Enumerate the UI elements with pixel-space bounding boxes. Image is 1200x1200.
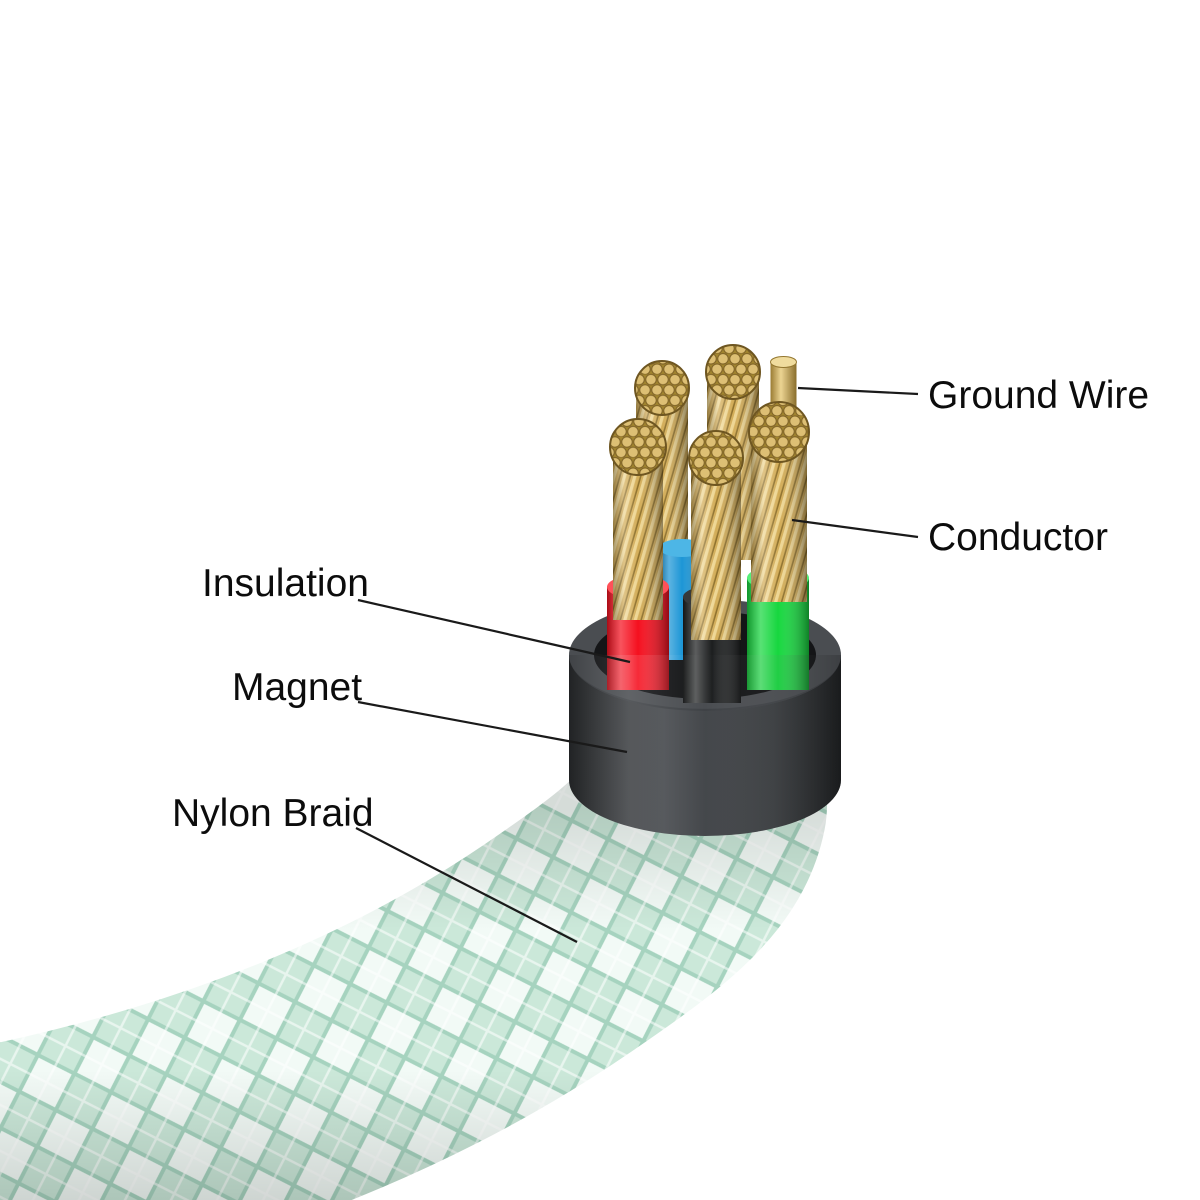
- magnet-body-shade: [569, 655, 841, 836]
- conductor-front-middle: [688, 430, 744, 640]
- label-insulation: Insulation: [202, 562, 369, 605]
- leader-nylon-braid: [355, 827, 578, 943]
- leader-magnet: [357, 700, 628, 754]
- label-magnet: Magnet: [232, 666, 362, 709]
- labels: Ground Wire Conductor Insulation Magnet …: [172, 374, 1149, 835]
- conductor-strand-cap: [609, 418, 667, 476]
- label-conductor: Conductor: [928, 516, 1108, 559]
- conductor-strand-cap: [688, 430, 744, 486]
- label-ground-wire: Ground Wire: [928, 374, 1149, 417]
- leader-ground-wire: [797, 386, 919, 396]
- braid-shading: [0, 678, 827, 1200]
- conductor-strand-cap: [748, 401, 810, 463]
- label-nylon-braid: Nylon Braid: [172, 792, 374, 835]
- leader-insulation: [357, 598, 631, 664]
- leader-lines: [355, 386, 919, 943]
- leader-conductor: [791, 518, 919, 539]
- conductor-shade: [691, 458, 741, 640]
- conductor-strand-cap: [705, 344, 761, 400]
- conductor-front-right: [748, 401, 810, 602]
- conductor-front-left: [609, 418, 667, 620]
- nylon-braid-cable: [0, 678, 827, 1200]
- ground-wire-top: [770, 356, 797, 368]
- conductor-strand-cap: [634, 360, 690, 416]
